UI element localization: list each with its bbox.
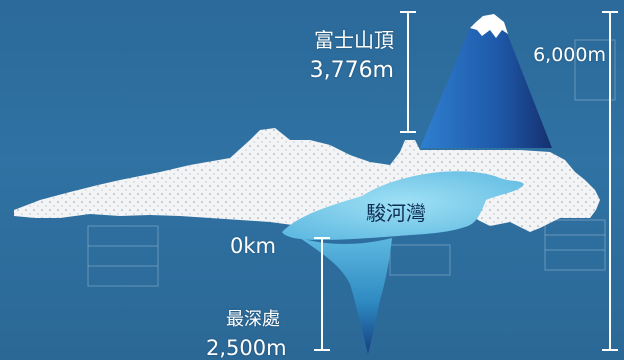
fuji-snowcap xyxy=(470,14,508,38)
suruga-trench xyxy=(300,238,392,354)
deepest-depth-label: 2,500m xyxy=(206,336,287,360)
harbor-grid-1 xyxy=(87,225,159,287)
deepest-name-label: 最深處 xyxy=(226,309,280,330)
scale-top-label: 6,000m xyxy=(533,44,606,66)
harbor-grid-2 xyxy=(389,244,451,276)
harbor-grid-3 xyxy=(544,219,606,271)
sea-level-label: 0km xyxy=(230,234,276,258)
bay-name-label: 駿河灣 xyxy=(366,201,426,225)
summit-height-label: 3,776m xyxy=(309,58,394,83)
harbor-grid-4 xyxy=(574,39,616,101)
summit-name-label: 富士山頂 xyxy=(314,28,394,52)
suruga-bay xyxy=(282,171,524,240)
background-grid-structures xyxy=(87,39,616,287)
scale-lines xyxy=(314,11,618,351)
mount-fuji xyxy=(420,16,552,148)
